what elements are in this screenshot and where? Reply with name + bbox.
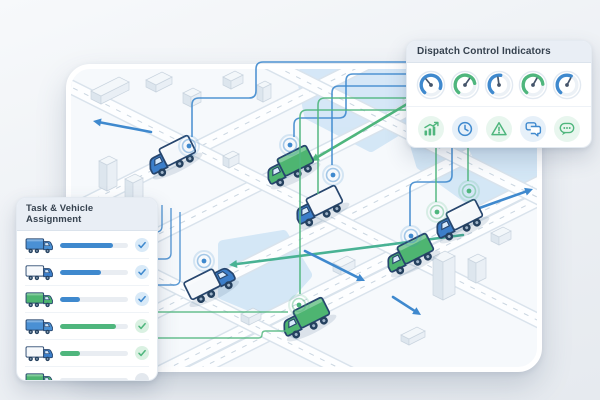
gauge-icon[interactable] [450, 69, 480, 101]
task-row[interactable] [25, 312, 149, 339]
progress-bar [60, 269, 128, 275]
progress-bar-fill [60, 269, 101, 275]
gauge-icon[interactable] [484, 69, 514, 101]
progress-bar [60, 350, 128, 356]
box-truck-blue-icon [25, 317, 56, 335]
building [400, 326, 426, 346]
gauge-icon[interactable] [416, 69, 446, 101]
task-panel: Task & Vehicle Assignment [16, 197, 158, 381]
task-row[interactable] [25, 339, 149, 366]
progress-bar [60, 296, 128, 302]
indicator-row [407, 106, 591, 147]
check-icon[interactable] [135, 346, 149, 360]
vehicle-location-marker [178, 135, 200, 157]
vehicle-location-marker [279, 134, 301, 156]
progress-bar [60, 323, 128, 329]
building [240, 307, 262, 326]
task-row[interactable] [25, 285, 149, 312]
box-truck-green-icon [25, 290, 56, 308]
building [490, 226, 512, 246]
box-truck-blue-icon [25, 236, 56, 254]
building [222, 70, 244, 90]
check-icon[interactable] [135, 265, 149, 279]
building [98, 155, 118, 192]
progress-bar [60, 377, 128, 380]
building [182, 87, 202, 108]
vehicle-location-marker [288, 294, 310, 316]
clock-icon[interactable] [450, 113, 480, 145]
progress-bar-fill [60, 296, 81, 302]
alert-icon[interactable] [484, 113, 514, 145]
pending-status-circle[interactable] [135, 373, 149, 380]
chat-icon[interactable] [518, 113, 548, 145]
gauge-icon[interactable] [552, 69, 582, 101]
route-arrow [99, 121, 153, 134]
task-row[interactable] [25, 232, 149, 258]
building [467, 253, 487, 284]
vehicle-location-marker [458, 180, 480, 202]
vehicle-location-marker [426, 201, 448, 223]
building [256, 80, 272, 103]
gauge-icon[interactable] [518, 69, 548, 101]
check-icon[interactable] [135, 238, 149, 252]
semi-truck-map [183, 267, 240, 308]
progress-bar-fill [60, 323, 116, 329]
task-panel-title: Task & Vehicle Assignment [17, 198, 157, 231]
box-truck-green-icon [25, 371, 56, 380]
semi-truck-white-icon [25, 344, 56, 362]
task-row-list [17, 231, 157, 380]
vehicle-location-marker [193, 250, 215, 272]
gauge-row [407, 63, 591, 106]
message-icon[interactable] [552, 113, 582, 145]
task-row[interactable] [25, 366, 149, 380]
progress-bar-fill [60, 242, 114, 248]
task-row[interactable] [25, 258, 149, 285]
analytics-icon[interactable] [416, 113, 446, 145]
progress-bar [60, 242, 128, 248]
building [222, 150, 240, 169]
vehicle-location-marker [322, 164, 344, 186]
semi-truck-map [149, 134, 203, 180]
route-arrow [469, 190, 527, 213]
vehicle-location-marker [400, 225, 422, 247]
dispatch-panel: Dispatch Control Indicators [406, 40, 592, 148]
water-area [218, 230, 312, 320]
building [90, 76, 130, 105]
check-icon[interactable] [135, 319, 149, 333]
dispatch-panel-title: Dispatch Control Indicators [407, 41, 591, 63]
building [145, 71, 173, 93]
route-arrow [391, 295, 416, 312]
building [432, 250, 456, 301]
check-icon[interactable] [135, 292, 149, 306]
semi-truck-white-icon [25, 263, 56, 281]
progress-bar-fill [60, 350, 81, 356]
